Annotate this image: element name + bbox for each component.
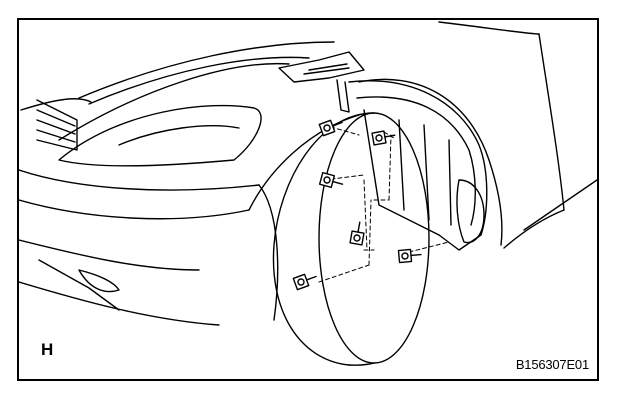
install-guide-lines [318, 124, 450, 283]
hood [20, 21, 540, 141]
diagram-frame: H B156307E01 [17, 18, 599, 381]
headlamp [58, 104, 262, 167]
bolt-icon [371, 130, 396, 146]
fog-lamp [78, 269, 120, 293]
front-bumper [19, 169, 279, 326]
bolt-icon [318, 119, 343, 137]
fender [248, 33, 597, 249]
bolt-icon [292, 273, 317, 291]
bolt-icon [349, 221, 365, 246]
figure-code: B156307E01 [515, 357, 589, 372]
panel-letter: H [41, 340, 54, 359]
fender-liner [278, 51, 488, 251]
bolt-icon [397, 248, 422, 264]
front-grille [36, 99, 78, 151]
fender-liner-diagram [19, 21, 597, 366]
bolt-icon [318, 171, 344, 189]
